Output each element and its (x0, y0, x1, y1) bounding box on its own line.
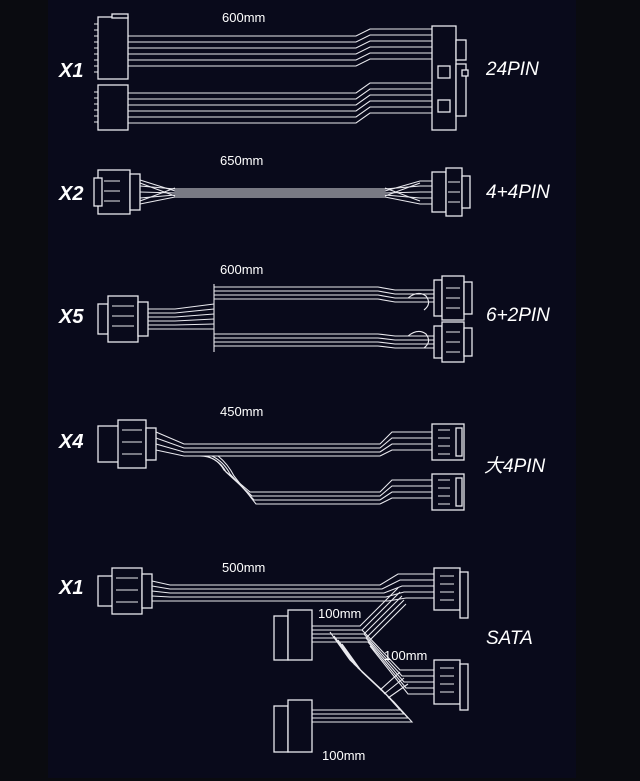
wires-sata-branches (312, 587, 434, 723)
cable-molex: 450mm X4 大4PIN (58, 404, 546, 511)
length-label-sata-branch-3: 100mm (322, 748, 365, 763)
quantity-label-4plus4: X2 (58, 183, 83, 205)
connector-24pin-left-bottom (94, 84, 129, 131)
connector-name-4plus4: 4+4PIN (486, 182, 550, 203)
length-label-sata-main: 500mm (222, 560, 265, 575)
length-label-molex: 450mm (220, 404, 263, 419)
quantity-label-molex: X4 (58, 431, 83, 453)
connector-name-6plus2: 6+2PIN (486, 305, 550, 326)
connector-sata-3 (433, 659, 469, 711)
cable-4plus4pin: 650mm X2 4+4PIN (58, 153, 550, 217)
cable-6plus2pin: 600mm X5 6+2PIN (58, 262, 550, 363)
connector-24pin-right (431, 25, 469, 131)
wires-24pin (128, 28, 432, 124)
connector-sata-4 (273, 699, 313, 753)
connector-4plus4-right (431, 167, 471, 217)
cable-sata: 500mm 100mm 100mm 100mm X1 SATA (58, 560, 533, 763)
wires-4plus4 (139, 179, 432, 205)
connector-name-24pin: 24PIN (485, 59, 539, 80)
connector-6plus2-right-top (433, 275, 473, 321)
connector-molex-right-bottom (431, 473, 465, 511)
length-label-sata-branch-2: 100mm (384, 648, 427, 663)
connector-4plus4-left (93, 169, 141, 215)
cable-24pin: 600mm X1 24PIN (58, 10, 539, 131)
wires-6plus2 (148, 284, 434, 352)
length-label-24pin: 600mm (222, 10, 265, 25)
length-label-6plus2: 600mm (220, 262, 263, 277)
wires-sata-main (151, 573, 434, 602)
connector-molex-left (97, 419, 157, 469)
connector-24pin-left-top (94, 13, 129, 80)
connector-name-sata: SATA (486, 628, 533, 649)
connector-molex-right-top (431, 423, 465, 461)
connector-sata-1 (433, 567, 469, 619)
length-label-4plus4: 650mm (220, 153, 263, 168)
quantity-label-6plus2: X5 (58, 306, 84, 328)
connector-sata-left (97, 567, 153, 615)
length-label-sata-branch-1: 100mm (318, 606, 361, 621)
connector-name-molex: 大4PIN (484, 456, 546, 477)
connector-6plus2-right-bottom (433, 321, 473, 363)
wires-molex (155, 431, 432, 505)
quantity-label-sata: X1 (58, 577, 83, 599)
quantity-label-24pin: X1 (58, 60, 83, 82)
connector-6plus2-left (97, 295, 149, 343)
connector-sata-2 (273, 609, 313, 661)
